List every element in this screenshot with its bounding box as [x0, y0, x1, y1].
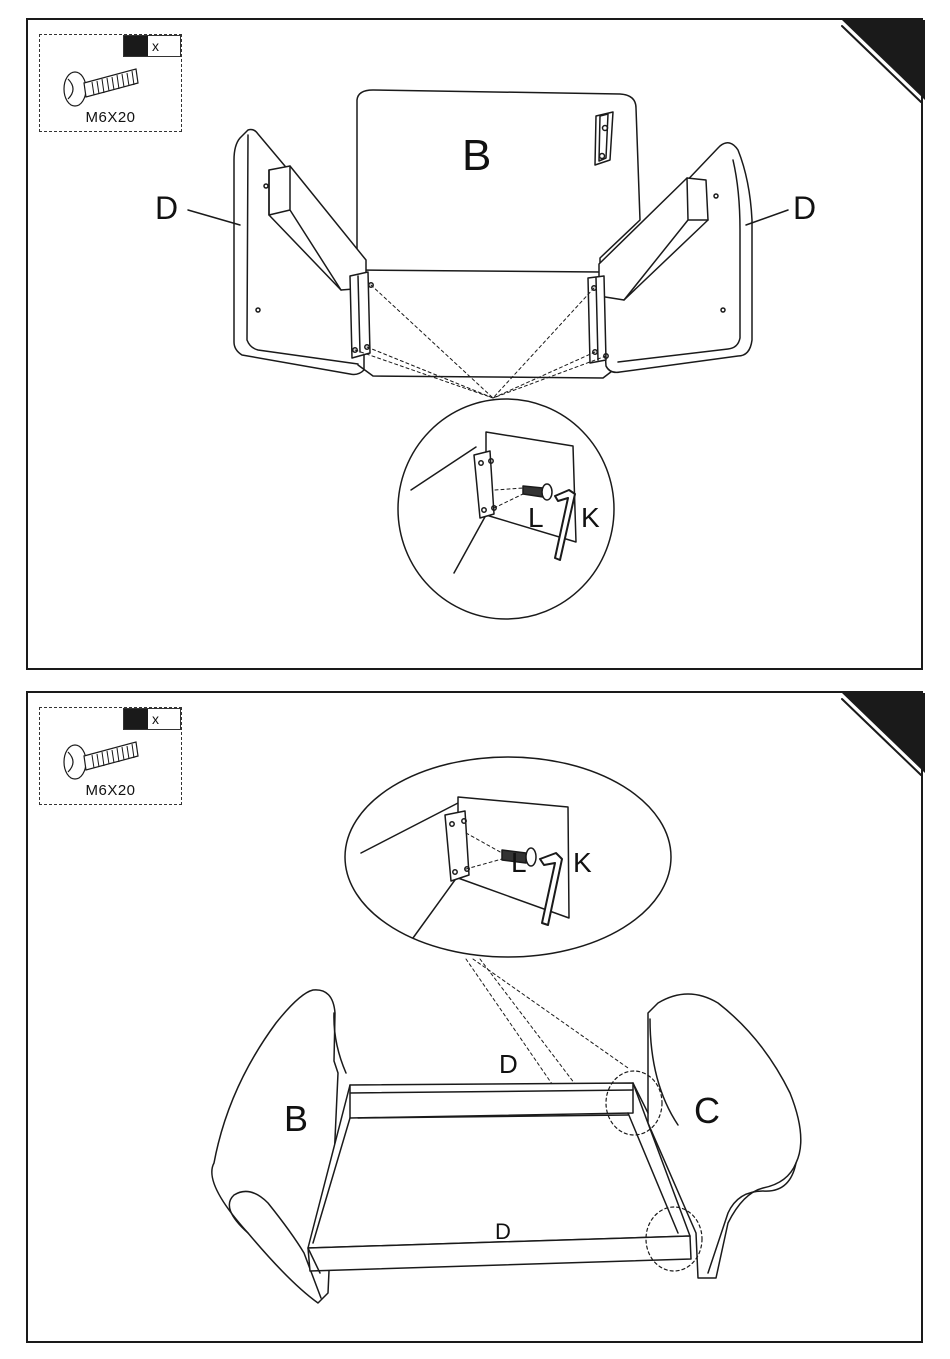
screw-size-label: M6X20	[40, 109, 181, 126]
label-bolt-l: L	[511, 849, 527, 877]
label-bolt-l: L	[528, 504, 544, 532]
step-panel-1: x M6X20 B D D L K	[26, 18, 923, 670]
screw-size-label: M6X20	[40, 782, 181, 799]
label-front-rail-d: D	[495, 1221, 511, 1243]
label-back-b: B	[462, 134, 491, 178]
label-key-k: K	[573, 849, 592, 877]
hardware-box: x M6X20	[39, 707, 182, 805]
corner-tab	[842, 693, 925, 773]
label-back-rail-d: D	[499, 1051, 518, 1077]
corner-tab	[842, 20, 925, 100]
hardware-box: x M6X20	[39, 34, 182, 132]
step-panel-2: x M6X20 L K D D B C	[26, 691, 923, 1343]
label-side-right-d: D	[793, 192, 816, 224]
label-arm-c: C	[694, 1093, 720, 1129]
label-key-k: K	[581, 504, 600, 532]
label-arm-b: B	[284, 1101, 308, 1137]
label-side-left-d: D	[155, 192, 178, 224]
